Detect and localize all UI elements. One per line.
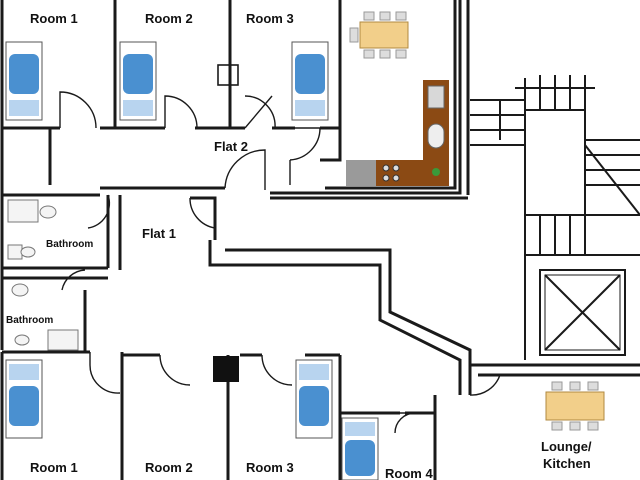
room-label-top-1: Room 1 bbox=[30, 11, 78, 26]
bed-icon bbox=[5, 359, 43, 439]
bathroom-label-2: Bathroom bbox=[6, 315, 53, 326]
dining-table-icon bbox=[349, 11, 409, 59]
bathroom-label-1: Bathroom bbox=[46, 239, 93, 250]
room-label-bottom-3: Room 3 bbox=[246, 460, 294, 475]
dining-table-icon bbox=[545, 381, 605, 431]
bed-icon bbox=[295, 359, 333, 439]
lift-shaft-icon bbox=[539, 269, 626, 356]
room-label-bottom-2: Room 2 bbox=[145, 460, 193, 475]
room-label-top-3: Room 3 bbox=[246, 11, 294, 26]
bed-icon bbox=[119, 41, 157, 121]
staircase-icon bbox=[470, 75, 640, 360]
labels: Room 1 Room 2 Room 3 Flat 2 Flat 1 Bathr… bbox=[6, 11, 592, 480]
bed-icon bbox=[291, 41, 329, 121]
lounge-label-line2: Kitchen bbox=[543, 456, 591, 471]
flat-2-label: Flat 2 bbox=[214, 139, 248, 154]
flat-1-label: Flat 1 bbox=[142, 226, 176, 241]
structural-column bbox=[213, 356, 239, 382]
room-label-bottom-1: Room 1 bbox=[30, 460, 78, 475]
room-label-bottom-4: Room 4 bbox=[385, 466, 433, 480]
bed-icon bbox=[341, 417, 379, 480]
kitchen-counter-icon bbox=[346, 80, 449, 186]
doors bbox=[59, 91, 501, 434]
room-label-top-2: Room 2 bbox=[145, 11, 193, 26]
beds bbox=[5, 41, 379, 480]
bathroom-fixtures bbox=[7, 199, 79, 351]
bed-icon bbox=[5, 41, 43, 121]
lounge-label-line1: Lounge/ bbox=[541, 439, 592, 454]
